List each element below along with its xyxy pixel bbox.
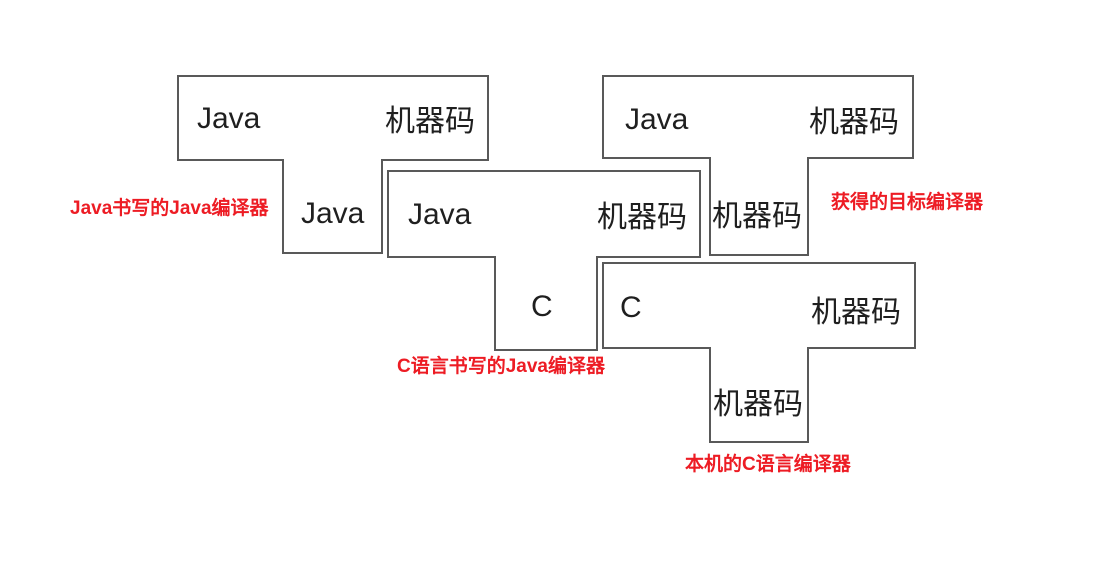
t4-annotation: 本机的C语言编译器 [685, 454, 851, 475]
t1-annotation: Java书写的Java编译器 [70, 198, 269, 219]
tombstone-shape-native-c-compiler [602, 262, 916, 443]
t3-implementation-language: 机器码 [712, 200, 802, 233]
t4-target-language: 机器码 [811, 296, 901, 329]
t3-annotation: 获得的目标编译器 [831, 192, 984, 213]
t1-target-language: 机器码 [385, 105, 475, 138]
t3-source-language: Java [625, 103, 689, 136]
tombstone-shape-obtained-target-compiler [602, 75, 914, 256]
t2-implementation-language: C [531, 290, 553, 323]
t2-annotation: C语言书写的Java编译器 [397, 356, 605, 377]
t1-implementation-language: Java [301, 197, 365, 230]
tombstone-shape-java-written-java-compiler [177, 75, 489, 254]
t4-implementation-language: 机器码 [713, 388, 803, 421]
tombstone-shape-c-written-java-compiler [387, 170, 701, 351]
t2-target-language: 机器码 [597, 201, 687, 234]
t4-source-language: C [620, 291, 642, 324]
t1-source-language: Java [197, 102, 261, 135]
t3-target-language: 机器码 [809, 106, 899, 139]
t2-source-language: Java [408, 198, 472, 231]
